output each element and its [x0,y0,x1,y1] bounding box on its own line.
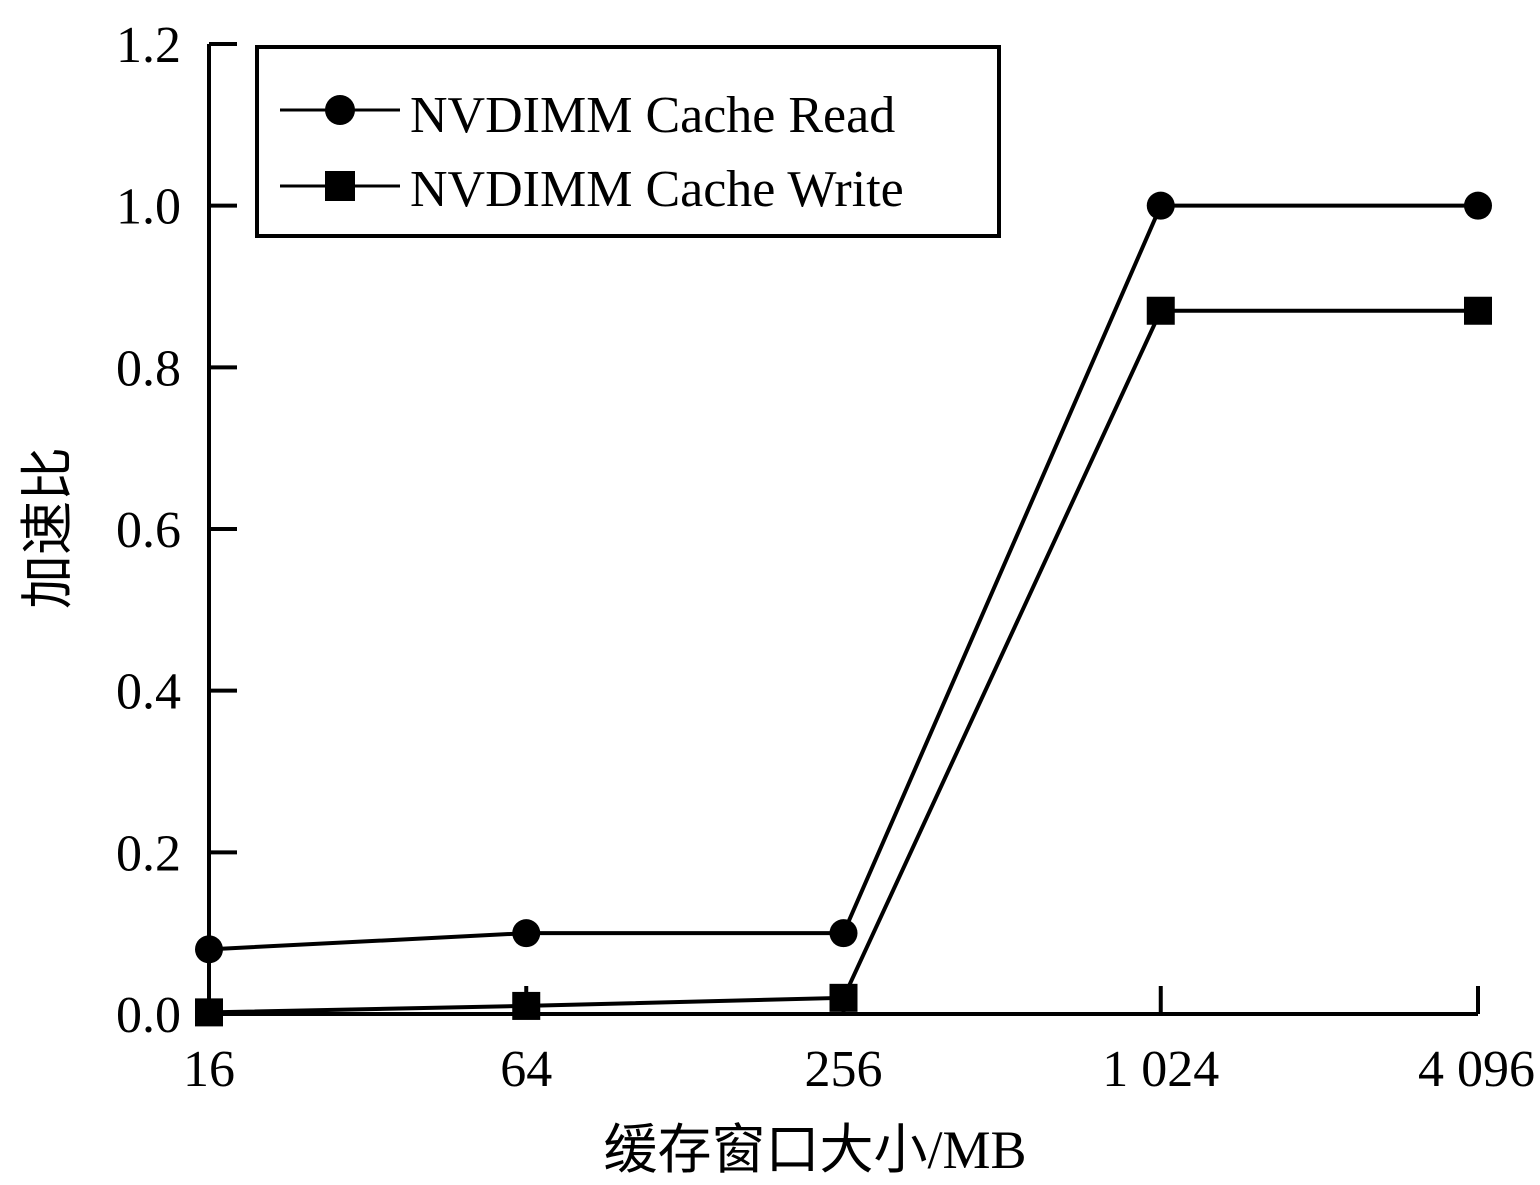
series-layer [195,191,1492,1027]
data-point-square [1464,296,1492,325]
legend-marker-read [325,95,355,125]
series-read [195,191,1492,964]
data-point-circle [1464,191,1492,220]
y-tick-label: 0.4 [116,664,181,721]
data-point-square [829,983,858,1012]
data-point-square [195,998,223,1027]
x-axis-label: 缓存窗口大小/MB [603,1120,1026,1180]
y-tick-label: 0.8 [116,340,181,397]
series-line [208,203,1478,952]
y-tick-label: 1.0 [116,179,181,236]
legend-label-write: NVDIMM Cache Write [410,161,904,218]
x-axis-ticks: 16 64 256 1 024 4 096 [183,986,1535,1098]
x-tick-label: 16 [183,1041,235,1098]
y-tick-label: 0.2 [116,825,181,882]
data-point-square [512,991,541,1020]
legend-box [255,45,1001,238]
legend: NVDIMM Cache Read NVDIMM Cache Write [255,45,1001,238]
legend-label-read: NVDIMM Cache Read [410,87,895,144]
data-point-circle [195,935,223,964]
y-tick-label: 0.6 [116,502,181,559]
series-line [208,308,1478,1015]
x-tick-label: 1 024 [1102,1041,1219,1098]
x-tick-label: 64 [500,1041,552,1098]
x-tick-label: 4 096 [1418,1041,1535,1098]
x-tick-label: 256 [805,1041,883,1098]
y-tick-label: 0.0 [116,987,181,1044]
y-tick-label: 1.2 [116,17,181,74]
y-axis-label: 加速比 [18,447,78,609]
data-point-circle [512,919,541,948]
legend-marker-write [325,171,355,201]
data-point-circle [1146,191,1175,220]
data-point-square [1146,296,1175,325]
series-write [195,296,1492,1027]
data-point-circle [829,919,858,948]
y-axis-ticks: 0.0 0.2 0.4 0.6 0.8 1.0 1.2 [116,17,237,1044]
